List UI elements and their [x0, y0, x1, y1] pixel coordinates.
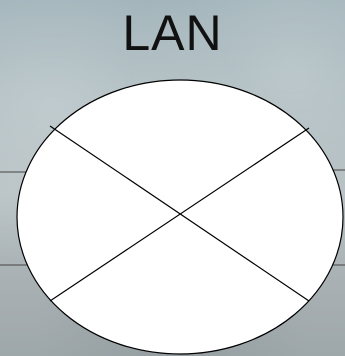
- lan-ellipse: [17, 80, 343, 354]
